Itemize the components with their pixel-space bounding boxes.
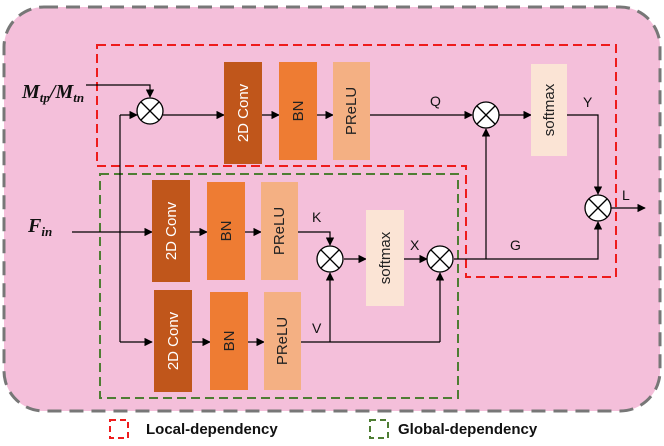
legend-local-swatch (109, 419, 129, 439)
mask-input-label: Mtp/Mtn (21, 81, 84, 105)
local-dependency-region (96, 44, 617, 278)
signal-k: K (312, 209, 322, 225)
bn-block-row2: BN (207, 182, 245, 280)
wire-k (298, 231, 335, 246)
conv-label: 2D Conv (235, 83, 252, 142)
wire-y (567, 114, 603, 195)
signal-v: V (312, 320, 322, 336)
multiply-node-mask (136, 97, 164, 125)
bn-block-row1: BN (279, 62, 317, 160)
signal-x: X (410, 237, 420, 253)
conv-label: 2D Conv (165, 311, 182, 370)
wire-g (454, 221, 603, 260)
prelu-block-row3: PReLU (264, 292, 301, 390)
legend-local: Local-dependency (109, 419, 278, 439)
bn-label: BN (290, 101, 307, 122)
mask-input-wire (86, 84, 155, 98)
multiply-node-output (584, 194, 612, 222)
prelu-label: PReLU (274, 317, 291, 365)
prelu-label: PReLU (343, 87, 360, 135)
softmax-block-row1: softmax (531, 64, 567, 156)
softmax-label: softmax (541, 83, 558, 136)
prelu-block-row1: PReLU (333, 62, 370, 160)
conv-block-row2: 2D Conv (152, 180, 190, 282)
softmax-block-row2: softmax (366, 210, 404, 306)
conv-block-row3: 2D Conv (154, 290, 192, 392)
signal-l: L (622, 187, 630, 203)
prelu-label: PReLU (271, 207, 288, 255)
multiply-node-xv (426, 245, 454, 273)
signal-y: Y (583, 94, 593, 110)
signal-g: G (510, 237, 521, 253)
conv-label: 2D Conv (163, 201, 180, 260)
legend-global: Global-dependency (369, 419, 538, 439)
bn-label: BN (218, 221, 235, 242)
softmax-label: softmax (377, 231, 394, 284)
bn-label: BN (221, 331, 238, 352)
global-dependency-region (99, 173, 459, 399)
legend-global-swatch (369, 419, 389, 439)
legend-local-label: Local-dependency (146, 421, 278, 438)
feature-input-label: Fin (27, 215, 52, 239)
conv-block-row1: 2D Conv (224, 62, 262, 164)
signal-q: Q (430, 93, 441, 109)
bn-block-row3: BN (210, 292, 248, 390)
multiply-node-kv (316, 245, 344, 273)
multiply-node-q (472, 101, 500, 129)
prelu-block-row2: PReLU (261, 182, 298, 280)
legend-global-label: Global-dependency (398, 421, 538, 438)
